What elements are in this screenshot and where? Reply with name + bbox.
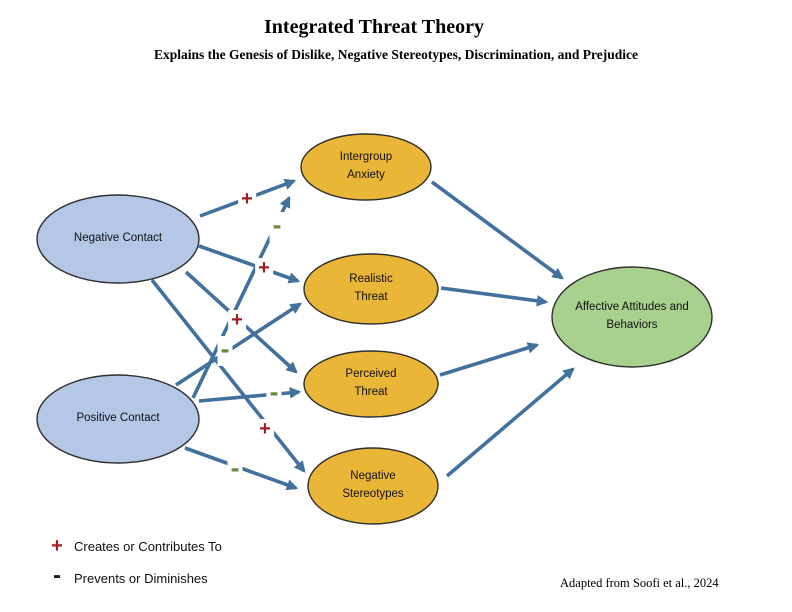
edge-negative-contact-to-realistic-threat xyxy=(198,244,301,284)
node-realistic-threat xyxy=(303,253,439,325)
legend-minus-symbol: - xyxy=(53,562,61,589)
sign-negative-contact-perceived-threat: + xyxy=(228,310,246,330)
edge-negative-contact-to-negative-stereotypes xyxy=(150,278,306,473)
sign-positive-contact-realistic-threat: - xyxy=(217,336,233,366)
node-positive-contact xyxy=(36,374,200,464)
legend-plus-symbol: + xyxy=(51,535,63,557)
legend-minus-row: - Prevents or Diminishes xyxy=(50,564,208,592)
sign-positive-contact-intergroup-anxiety: - xyxy=(269,212,285,242)
edge-positive-contact-to-perceived-threat xyxy=(198,387,302,403)
page-title: Integrated Threat Theory xyxy=(264,16,484,38)
node-negative-contact xyxy=(36,194,200,284)
node-negative-stereotypes xyxy=(307,447,439,525)
edge-negative-stereotypes-to-affective-attitudes xyxy=(445,367,575,478)
legend-plus-text: Creates or Contributes To xyxy=(74,538,222,554)
node-affective-attitudes xyxy=(551,266,713,368)
attribution-text: Adapted from Soofi et al., 2024 xyxy=(560,576,719,590)
edge-realistic-threat-to-affective-attitudes xyxy=(440,286,549,307)
sign-positive-contact-negative-stereotypes: - xyxy=(227,455,243,485)
node-perceived-threat xyxy=(303,350,439,418)
edge-intergroup-anxiety-to-affective-attitudes xyxy=(430,180,564,280)
sign-negative-contact-intergroup-anxiety: + xyxy=(238,189,256,209)
node-intergroup-anxiety xyxy=(300,133,432,201)
legend-minus-text: Prevents or Diminishes xyxy=(74,570,208,586)
sign-negative-contact-realistic-threat: + xyxy=(255,258,273,278)
legend-plus-row: + Creates or Contributes To xyxy=(50,536,222,556)
page-subtitle: Explains the Genesis of Dislike, Negativ… xyxy=(154,47,638,62)
edge-perceived-threat-to-affective-attitudes xyxy=(439,342,540,377)
edge-positive-contact-to-realistic-threat xyxy=(175,302,302,387)
sign-negative-contact-negative-stereotypes: + xyxy=(256,419,274,439)
sign-positive-contact-perceived-threat: - xyxy=(266,379,282,409)
